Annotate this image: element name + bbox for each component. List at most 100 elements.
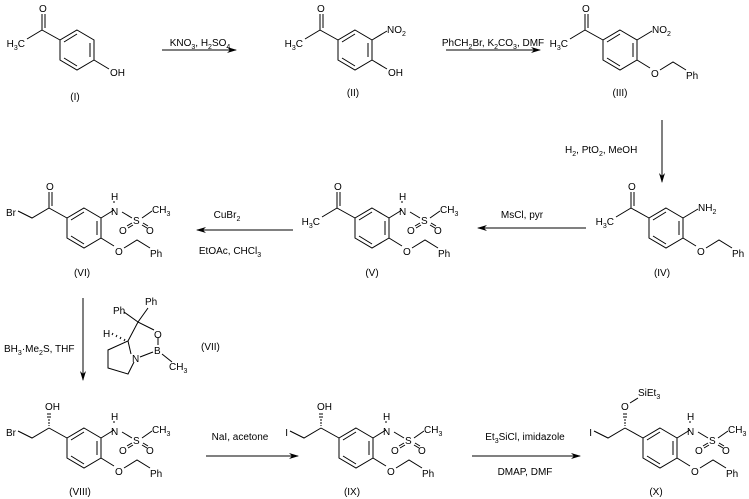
methyl-label: H3C (596, 217, 614, 230)
ether-o: O (115, 247, 123, 258)
bromine-label: Br (6, 208, 17, 219)
iodine-label: I (589, 428, 592, 439)
compound-label: (VI) (74, 268, 90, 279)
benzene-ring (354, 207, 390, 249)
nitrogen-label: N (132, 354, 139, 365)
step-8: Et3SiCl, imidazole DMAP, DMF (472, 432, 581, 478)
bromoacetyl-bonds (17, 191, 68, 219)
carbonyl-o: O (582, 4, 590, 15)
reagent: KNO3, H2SO4 (170, 38, 231, 51)
hydroxyl-label: OH (110, 68, 125, 79)
step-2: PhCH2Br, K2CO3, DMF (442, 38, 544, 53)
reagent: CuBr2 (214, 210, 241, 223)
ether-o: O (115, 467, 123, 478)
compound-label: (IX) (344, 487, 360, 498)
sulfonyl-o-label: O (407, 226, 415, 237)
benzene-ring (66, 207, 102, 249)
phenyl-label: Ph (732, 249, 744, 260)
sulfonyl-o-label: O (391, 446, 399, 457)
iodohydrin-bonds (289, 413, 340, 439)
sulfonyl-o-label: O (119, 446, 127, 457)
ether-o: O (403, 247, 411, 258)
benzyloxy-bonds (100, 237, 151, 249)
compound-label: (V) (365, 268, 378, 279)
compound-label: (II) (347, 88, 359, 99)
sulfonyl-o-label: O (695, 446, 703, 457)
nitrogen-label: N (111, 207, 118, 218)
sulfonyl-o-label: O (434, 226, 442, 237)
iodine-label: I (285, 428, 288, 439)
reagent: Et3SiCl, imidazole (485, 432, 565, 445)
phenyl-label: Ph (150, 469, 162, 480)
step-3: H2, PtO2, MeOH (565, 120, 665, 183)
carbonyl-o: O (46, 182, 54, 193)
solvent: EtOAc, CHCl3 (199, 246, 261, 259)
compound-V: O H3C N H S CH3 O O O Ph (V) (302, 182, 459, 279)
reagent: NaI, acetone (212, 432, 269, 443)
compound-III: O H3C NO2 O Ph (III) (550, 4, 699, 99)
sulfur-label: S (709, 436, 716, 447)
reagent: MsCl, pyr (501, 210, 544, 221)
compound-VI: O Br N H S CH3 O O O Ph (VI) (6, 182, 170, 279)
benzene-ring (338, 427, 374, 469)
benzene-ring (602, 29, 638, 71)
nitro-label: NO2 (652, 25, 671, 38)
methyl-label: CH3 (152, 205, 170, 218)
benzyloxy-bonds (100, 457, 151, 469)
compound-label: (III) (613, 88, 628, 99)
sulfonamide-bonds (100, 200, 153, 229)
step-7: NaI, acetone (206, 432, 299, 459)
compound-label: (VIII) (69, 487, 91, 498)
sulfonamide-bonds (100, 420, 153, 449)
benzyloxy-bonds (682, 237, 733, 249)
sulfonamide-bonds (372, 420, 425, 449)
ether-o: O (697, 247, 705, 258)
nitrogen-label: N (111, 427, 118, 438)
boron-label: B (154, 346, 161, 357)
reagent: PhCH2Br, K2CO3, DMF (442, 38, 544, 51)
nitrogen-label: N (399, 207, 406, 218)
sulfur-label: S (405, 436, 412, 447)
hydrogen-label: H (383, 412, 390, 423)
reagent: BH3·Me2S, THF (4, 344, 74, 357)
compound-label: (IV) (654, 268, 670, 279)
acetyl-bonds (569, 13, 604, 41)
benzyloxy-bonds (388, 237, 439, 249)
compound-label: (VII) (201, 342, 220, 353)
step-1: KNO3, H2SO4 (162, 38, 237, 53)
methyl-label: H3C (285, 39, 303, 52)
sulfonyl-o-label: O (119, 226, 127, 237)
methyl-label: CH3 (152, 425, 170, 438)
phenyl-label: Ph (113, 306, 125, 317)
sulfur-label: S (133, 436, 140, 447)
compound-label: (I) (70, 92, 79, 103)
amino-label: NH2 (698, 203, 716, 216)
hydrogen-label: H (687, 412, 694, 423)
hydrogen-label: H (103, 329, 110, 340)
methyl-label: H3C (302, 217, 320, 230)
bromine-label: Br (6, 428, 17, 439)
benzene-ring (66, 427, 102, 469)
acetyl-bonds (321, 191, 356, 219)
acetyl-bonds (615, 191, 650, 219)
compound-I: O H3C OH (I) (7, 4, 125, 103)
methyl-label: CH3 (728, 425, 746, 438)
conditions: DMAP, DMF (498, 467, 553, 478)
acetyl-bonds (304, 13, 339, 41)
benzyloxy-bonds (676, 457, 727, 469)
methyl-label: CH3 (440, 205, 458, 218)
oxygen-label: O (621, 402, 629, 413)
compound-X: O SiEt3 I N H S CH3 O O O Ph (X) (589, 388, 746, 498)
methyl-label: CH3 (169, 362, 187, 375)
benzyloxy-bonds (636, 59, 687, 71)
sulfonyl-o-label: O (722, 446, 730, 457)
benzene-ring (337, 29, 373, 71)
nitro-label: NO2 (387, 25, 406, 38)
phenyl-label: Ph (686, 71, 698, 82)
acetyl-bonds (26, 13, 61, 41)
step-6: BH3·Me2S, THF (4, 298, 86, 381)
compound-II: O H3C NO2 OH (II) (285, 4, 406, 99)
sulfur-label: S (421, 216, 428, 227)
benzene-ring (642, 427, 678, 469)
